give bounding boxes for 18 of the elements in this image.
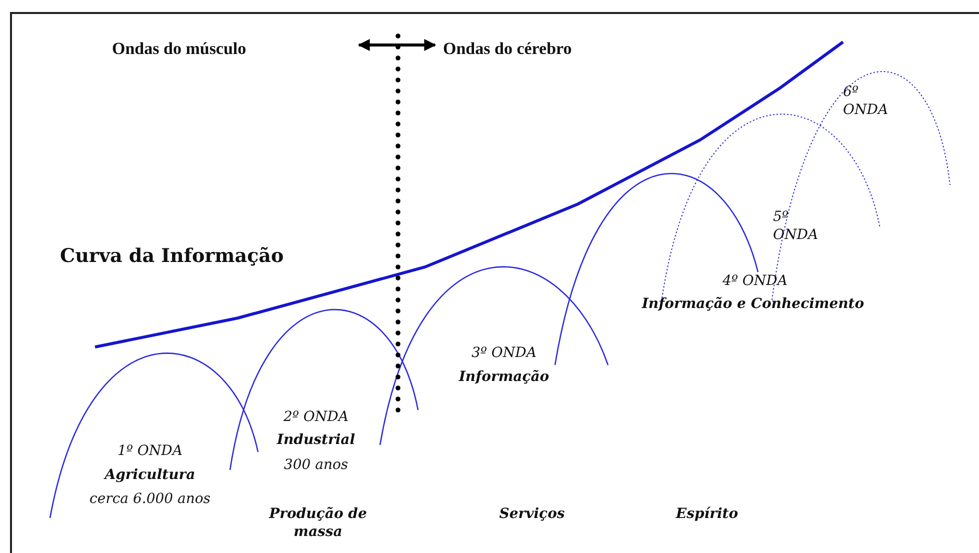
- wave-name: Agricultura: [104, 467, 196, 484]
- wave-label: 1º ONDA: [118, 443, 182, 460]
- category-label: Produção de massa: [268, 506, 368, 541]
- section-heading: Ondas do cérebro: [443, 38, 572, 60]
- wave-name: Informação: [458, 369, 550, 386]
- category-label: Espírito: [676, 506, 738, 524]
- duration-label: cerca 6.000 anos: [90, 491, 210, 508]
- wave-label: 2º ONDA: [284, 409, 348, 426]
- curve-label: Curva da Informação: [60, 245, 284, 269]
- wave-name: Industrial: [276, 432, 356, 450]
- wave-name: Informação e Conhecimento: [642, 296, 864, 314]
- category-label: Serviços: [499, 506, 565, 524]
- duration-label: 300 anos: [284, 457, 348, 474]
- wave-label: 4º ONDA: [722, 273, 788, 290]
- wave-label: 5º ONDA: [773, 209, 820, 244]
- wave-label: 3º ONDA: [472, 345, 536, 362]
- wave-label: 6º ONDA: [843, 84, 890, 119]
- section-heading: Ondas do músculo: [112, 38, 246, 60]
